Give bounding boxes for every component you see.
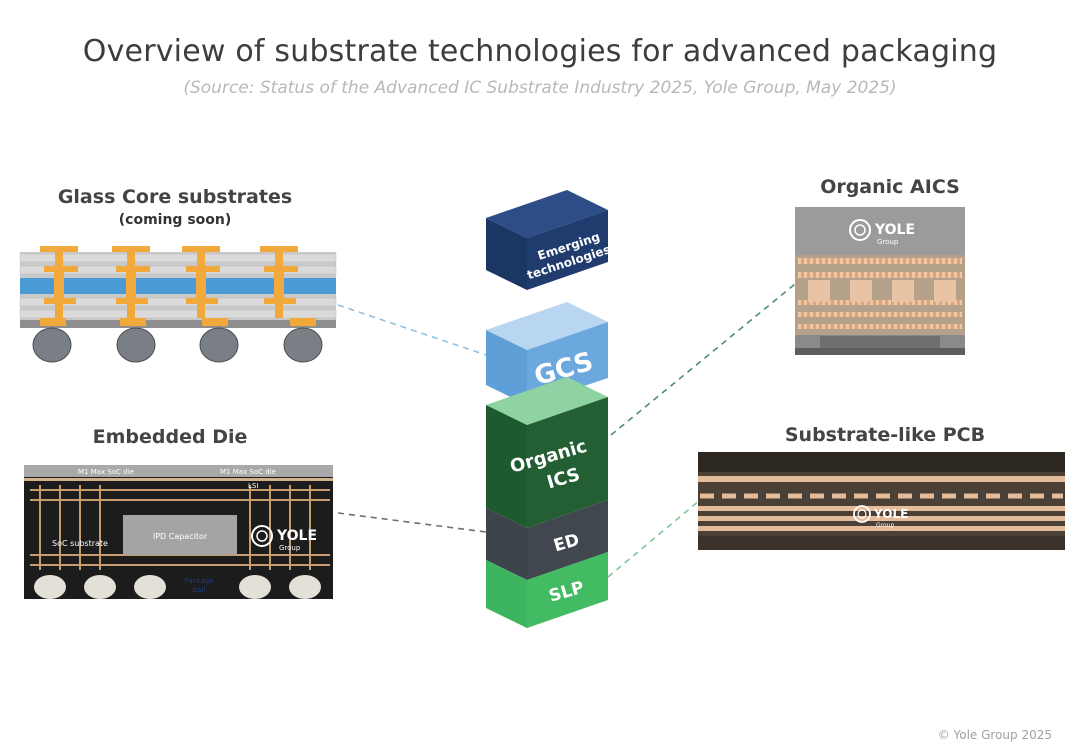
embedded-die-title: Embedded Die <box>92 426 248 448</box>
connector-lines <box>337 283 796 578</box>
page-subtitle: (Source: Status of the Advanced IC Subst… <box>183 78 897 98</box>
ed-label-ball: ball <box>193 586 206 594</box>
ed-label-lsi: LSI <box>248 482 258 490</box>
glass-core-subtitle: (coming soon) <box>118 212 232 228</box>
glass-core-title: Glass Core substrates <box>57 186 293 208</box>
stack-gcs: GCS <box>486 302 608 405</box>
ed-logo-name: YOLE <box>276 528 317 544</box>
ed-label-die-left: M1 Max SoC die <box>78 468 134 476</box>
organic-aics-image: YOLE Group <box>795 207 965 355</box>
embedded-die-image: M1 Max SoC die M1 Max SoC die LSI SoC su… <box>24 465 333 599</box>
glass-core-illustration <box>19 246 337 363</box>
ed-logo-sub: Group <box>279 544 301 552</box>
ed-label-ipd: IPD Capacitor <box>153 532 208 541</box>
stack-emerging: Emerging technologies <box>486 190 612 290</box>
stack-ed: ED <box>486 500 608 580</box>
slp-image: YOLE Group <box>698 452 1065 550</box>
organic-aics-logo-sub: Group <box>877 238 899 246</box>
ed-label-package: Package <box>184 577 213 585</box>
ed-label-soc-substrate: SoC substrate <box>52 539 108 548</box>
stack-slp: SLP <box>486 552 608 628</box>
slp-logo-name: YOLE <box>873 507 908 521</box>
ed-label-die-right: M1 Max SoC die <box>220 468 276 476</box>
technology-stack: Emerging technologies GCS Organic ICS ED <box>486 190 612 628</box>
slp-title: Substrate-like PCB <box>784 424 986 446</box>
slp-logo-sub: Group <box>876 522 894 529</box>
page-title: Overview of substrate technologies for a… <box>82 34 998 69</box>
stack-organic-ics: Organic ICS <box>486 377 608 528</box>
copyright: © Yole Group 2025 <box>937 728 1052 742</box>
organic-aics-title: Organic AICS <box>820 176 960 198</box>
organic-aics-logo-name: YOLE <box>874 222 915 238</box>
